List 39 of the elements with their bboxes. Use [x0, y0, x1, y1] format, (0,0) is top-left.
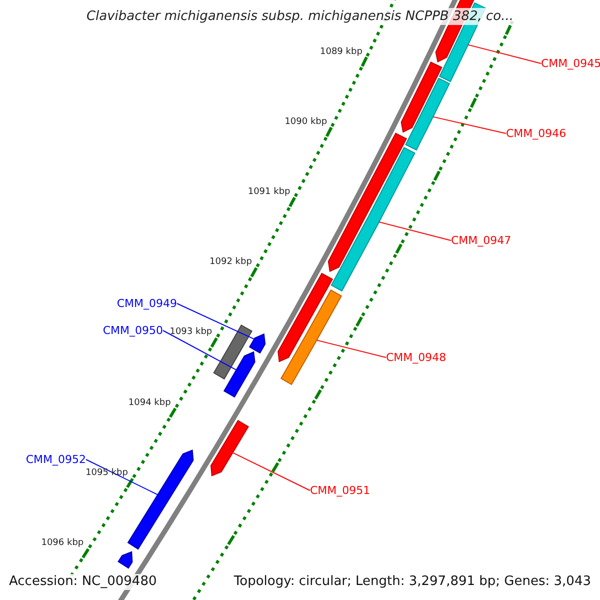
scale-label: 1096 kbp — [41, 538, 84, 550]
gene-label: CMM_0947 — [451, 234, 512, 247]
gene-feature — [127, 449, 194, 550]
topology-text: Topology: circular; Length: 3,297,891 bp; Genes: 3,043 — [234, 574, 591, 590]
gene-label: CMM_0945 — [541, 57, 600, 70]
gene-label: CMM_0948 — [386, 351, 446, 364]
gene-feature — [278, 272, 334, 362]
scale-label: 1093 kbp — [170, 327, 212, 338]
gene-label: CMM_0950 — [102, 324, 163, 337]
gene-feature — [213, 324, 252, 380]
leader-line — [432, 116, 506, 134]
scale-label: 1091 kbp — [248, 187, 290, 198]
gene-feature — [118, 551, 133, 569]
leader-line — [232, 452, 310, 491]
gene-feature — [328, 132, 408, 272]
gene-feature — [405, 78, 450, 151]
scale-label: 1094 kbp — [128, 398, 171, 409]
leader-line — [468, 44, 542, 64]
scale-label: 1090 kbp — [284, 116, 328, 128]
gene-feature — [280, 289, 342, 386]
leader-line — [176, 303, 255, 340]
gene-feature — [400, 62, 442, 133]
leader-line — [86, 459, 158, 496]
leader-line — [316, 340, 386, 358]
gene-feature — [210, 420, 249, 476]
gene-feature — [248, 333, 266, 354]
gene-feature — [330, 146, 416, 292]
scale-label: 1089 kbp — [320, 46, 362, 58]
gene-label: CMM_0949 — [116, 297, 177, 310]
map-title: Clavibacter michiganensis subsp. michiganensis NCPPB 382, co... — [84, 8, 516, 25]
accession-text: Accession: NC_009480 — [9, 574, 157, 590]
leader-line — [162, 330, 237, 370]
scale-label: 1092 kbp — [210, 257, 252, 268]
gene-label: CMM_0952 — [26, 453, 86, 466]
scale-label: 1095 kbp — [86, 468, 128, 479]
leader-line — [378, 222, 452, 241]
gene-feature — [223, 351, 256, 398]
gene-label: CMM_0946 — [506, 127, 566, 140]
gene-label: CMM_0951 — [310, 484, 370, 497]
